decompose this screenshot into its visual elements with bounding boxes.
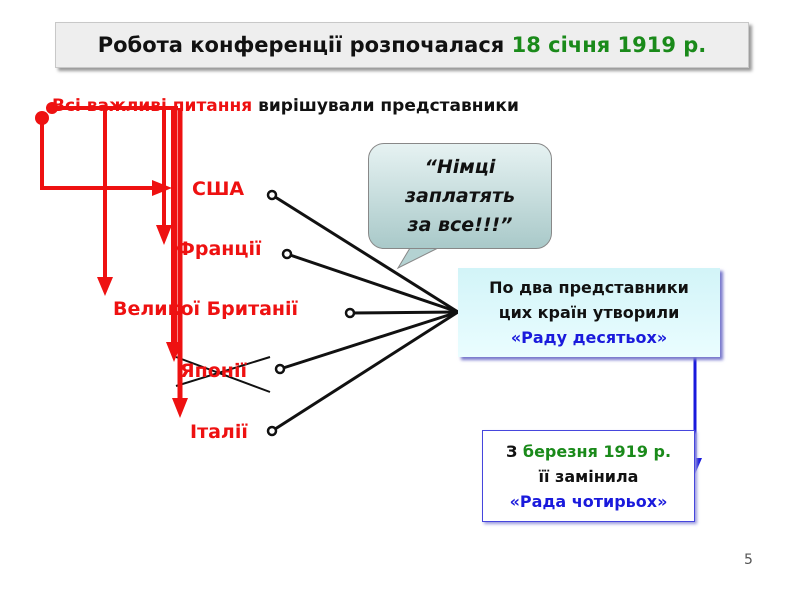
council-of-ten-box: По два представники цих країн утворили «… (458, 268, 720, 357)
quote-line-3: за все!!!” (407, 213, 513, 236)
country-britain: Великої Британії (113, 298, 299, 320)
council-four-name: «Рада чотирьох» (509, 491, 668, 511)
red-circle-1 (35, 111, 49, 125)
line-usa (271, 193, 459, 314)
council-ten-name: «Раду десятьох» (510, 328, 668, 347)
council-four-line-2: її замінила (538, 466, 639, 486)
dot-usa (266, 189, 278, 201)
bubble-tail (396, 247, 439, 270)
title-date: 18 січня 1919 р. (511, 33, 707, 57)
line-france (286, 252, 459, 314)
country-france: Франції (176, 238, 262, 260)
council-ten-line-2: цих країн утворили (498, 303, 680, 322)
subtitle: Всі важливі питання вирішували представн… (52, 96, 519, 116)
dot-japan (274, 363, 286, 375)
line-italy (271, 310, 459, 433)
quote-line-2: заплатять (405, 184, 515, 207)
subtitle-highlight: Всі важливі питання (52, 96, 253, 116)
council-four-date: березня 1919 р. (522, 441, 672, 461)
dot-france (281, 248, 293, 260)
country-italy: Італії (190, 421, 248, 443)
title-box: Робота конференції розпочалася 18 січня … (55, 22, 749, 68)
red-circle-2 (46, 102, 58, 114)
council-of-four-box: З березня 1919 р. її замінила «Рада чоти… (482, 430, 695, 522)
page-number: 5 (744, 552, 753, 568)
quote-line-1: “Німці (424, 155, 496, 178)
dot-britain (344, 307, 356, 319)
quote-bubble: “Німці заплатять за все!!!” (368, 143, 552, 249)
line-britain (349, 310, 459, 315)
japan-cross-1 (175, 356, 271, 393)
country-japan: Японії (180, 360, 247, 382)
country-usa: США (192, 178, 245, 200)
title-text: Робота конференції розпочалася (97, 33, 512, 57)
subtitle-rest: вирішували представники (252, 96, 519, 116)
council-four-prefix: З (505, 441, 523, 461)
japan-cross-2 (175, 356, 271, 387)
arrow-usa (40, 118, 165, 190)
line-japan (279, 310, 459, 371)
dot-italy (266, 425, 278, 437)
council-ten-line-1: По два представники (489, 278, 689, 297)
